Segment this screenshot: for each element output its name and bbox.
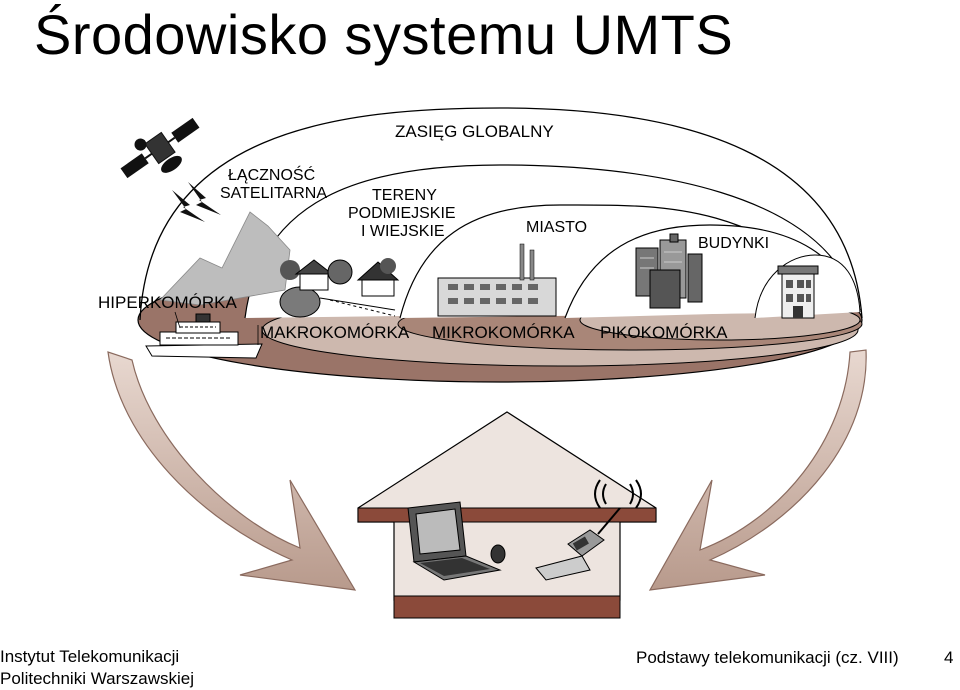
label-satellite-1: ŁĄCZNOŚĆ — [228, 165, 315, 184]
pointer-lines — [174, 311, 259, 345]
footer-course: Podstawy telekomunikacji (cz. VIII) — [636, 648, 899, 667]
label-suburban-2: PODMIEJSKIE — [348, 205, 456, 222]
skyscraper-icon — [635, 233, 703, 309]
label-city: MIASTO — [526, 219, 587, 236]
label-hypercell: HIPERKOMÓRKA — [98, 293, 238, 312]
factory-icon — [437, 243, 557, 317]
village-icon — [279, 258, 400, 318]
label-global: ZASIĘG GLOBALNY — [395, 122, 554, 141]
lightning-icon — [172, 182, 221, 222]
label-suburban-1: TERENY — [372, 187, 437, 204]
house-base — [393, 595, 621, 619]
footer-institute-line2: Politechniki Warszawskiej — [0, 669, 194, 688]
label-satellite-2: SATELITARNA — [220, 185, 327, 202]
laptop-icon — [407, 501, 506, 581]
mobile-phone-icon — [535, 507, 621, 581]
slide-title: Środowisko systemu UMTS — [34, 3, 734, 66]
label-buildings: BUDYNKI — [698, 235, 769, 252]
signal-waves-icon — [594, 479, 642, 509]
page-number: 4 — [944, 648, 954, 667]
footer-institute: Instytut Telekomunikacji Politechniki Wa… — [0, 646, 194, 690]
dome-global — [139, 107, 863, 321]
terminal-house — [357, 411, 657, 619]
left-curved-arrow — [107, 351, 357, 591]
label-picocell: PIKOKOMÓRKA — [600, 323, 728, 342]
right-curved-arrow — [648, 349, 867, 591]
small-building-icon — [777, 265, 819, 319]
label-suburban-3: I WIEJSKIE — [361, 223, 445, 240]
mountain-icon — [159, 211, 291, 306]
label-macrocell: MAKROKOMÓRKA — [260, 323, 410, 342]
ship-icon — [145, 313, 263, 359]
house-roof-band — [357, 507, 657, 523]
satellite-icon — [120, 117, 200, 179]
footer-institute-line1: Instytut Telekomunikacji — [0, 647, 180, 666]
label-microcell: MIKROKOMÓRKA — [432, 323, 575, 342]
